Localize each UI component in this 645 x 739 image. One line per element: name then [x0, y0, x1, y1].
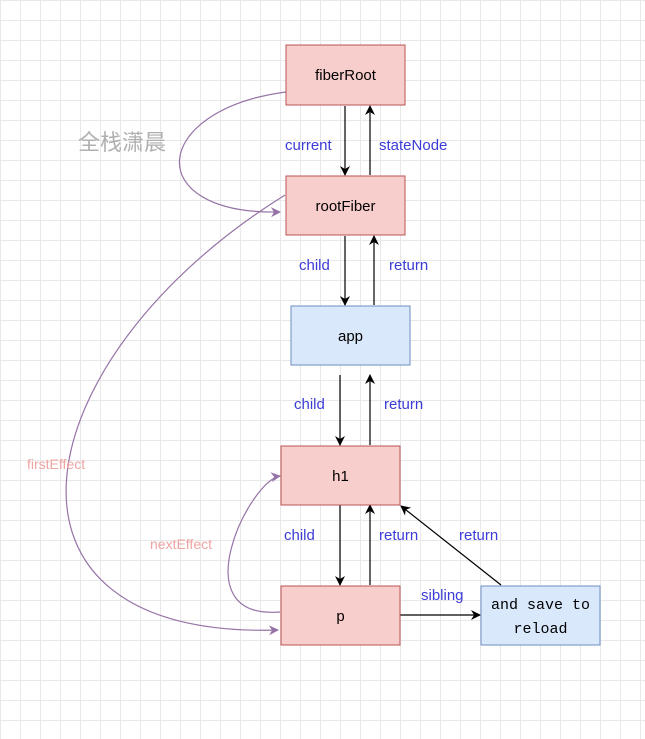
label-return-4: return — [459, 527, 498, 544]
label-child-3: child — [284, 527, 315, 544]
label-sibling: sibling — [421, 587, 464, 604]
label-first-effect: firstEffect — [27, 456, 85, 472]
edge-next-effect — [227, 472, 281, 613]
edge-return-text-h1 — [400, 505, 502, 586]
label-state-node: stateNode — [379, 137, 447, 154]
node-text-line2: reload — [513, 621, 567, 638]
node-app[interactable]: app — [290, 305, 411, 366]
node-p[interactable]: p — [280, 585, 401, 646]
node-p-label: p — [336, 608, 344, 625]
edge-fiberroot-rootfiber-curve — [178, 91, 287, 218]
node-rootfiber[interactable]: rootFiber — [285, 175, 406, 236]
node-rootfiber-label: rootFiber — [315, 198, 375, 215]
label-return-3: return — [379, 527, 418, 544]
node-text-line1: and save to — [491, 597, 590, 614]
label-return-2: return — [384, 396, 423, 413]
label-child-1: child — [299, 257, 330, 274]
label-current: current — [285, 137, 333, 154]
node-fiberroot[interactable]: fiberRoot — [285, 44, 406, 106]
node-app-label: app — [338, 328, 363, 345]
edge-first-effect — [65, 194, 286, 636]
node-h1[interactable]: h1 — [280, 445, 401, 506]
watermark-text: 全栈潇晨 — [78, 131, 166, 156]
node-fiberroot-label: fiberRoot — [315, 67, 377, 84]
label-next-effect: nextEffect — [150, 536, 212, 552]
node-text[interactable]: and save to reload — [480, 585, 601, 646]
node-h1-label: h1 — [332, 468, 349, 485]
label-child-2: child — [294, 396, 325, 413]
label-return-1: return — [389, 257, 428, 274]
